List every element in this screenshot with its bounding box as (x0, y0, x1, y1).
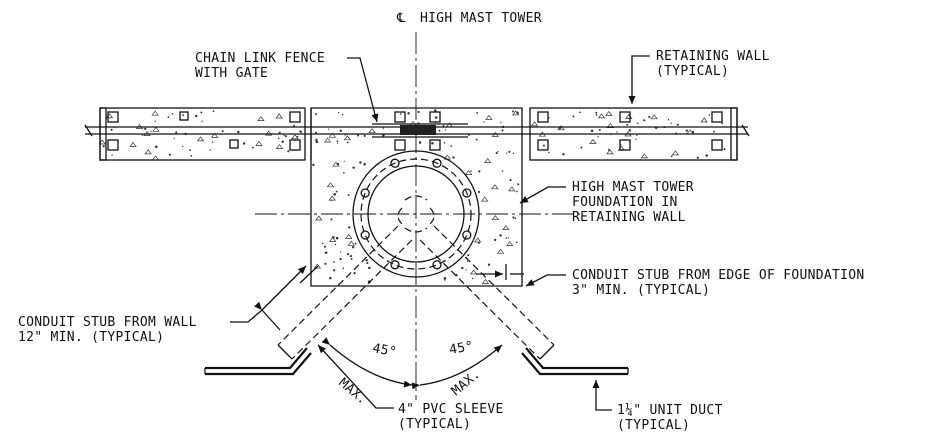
anchor-bolt (432, 158, 442, 168)
anchor-bolt (360, 230, 370, 240)
max-right-label: MAX. (449, 367, 484, 399)
dimension-stub-edge (476, 264, 524, 280)
sleeve-label-line1: 4" PVC SLEEVE (398, 402, 504, 417)
duct-label-line1: 1¼" UNIT DUCT (617, 403, 723, 418)
unit-duct-right (521, 347, 629, 376)
leaders (230, 55, 650, 411)
anchor-bolt-circle (352, 150, 480, 278)
fence-gate (372, 123, 468, 138)
foundation-label-line3: RETAINING WALL (572, 210, 686, 225)
angle-right-label: 45° (448, 339, 475, 358)
stub-wall-label-line1: CONDUIT STUB FROM WALL (18, 315, 197, 330)
centerline-symbol: ℄ (396, 11, 406, 26)
angle-left-label: 45° (371, 341, 398, 360)
duct-label-line2: (TYPICAL) (617, 418, 690, 433)
angle-arcs (321, 337, 503, 390)
anchor-bolt (462, 230, 472, 240)
foundation-label-line1: HIGH MAST TOWER (572, 180, 694, 195)
unit-duct-left (204, 347, 312, 376)
anchor-bolt (390, 260, 400, 270)
sleeve-label-line2: (TYPICAL) (398, 417, 471, 432)
anchor-bolt (390, 158, 400, 168)
wall-label-line1: RETAINING WALL (656, 49, 770, 64)
dimension-stub-wall (254, 265, 319, 331)
fence-label-line1: CHAIN LINK FENCE (195, 51, 325, 66)
anchor-bolt (462, 188, 472, 198)
fence-label-line2: WITH GATE (195, 66, 268, 81)
wall-label-line2: (TYPICAL) (656, 64, 729, 79)
tower-centerline-label: HIGH MAST TOWER (420, 11, 542, 26)
foundation-label-line2: FOUNDATION IN (572, 195, 678, 210)
centerlines (255, 32, 580, 400)
pvc-sleeve-left (277, 225, 413, 360)
pvc-sleeve-right (419, 225, 555, 360)
anchor-bolts (360, 158, 472, 270)
stub-edge-label-line1: CONDUIT STUB FROM EDGE OF FOUNDATION (572, 268, 865, 283)
max-left-label: MAX. (335, 376, 370, 408)
fence-posts (107, 111, 723, 151)
stub-edge-label-line2: 3" MIN. (TYPICAL) (572, 283, 710, 298)
anchor-bolt (360, 188, 370, 198)
stub-wall-label-line2: 12" MIN. (TYPICAL) (18, 330, 164, 345)
anchor-bolt (432, 260, 442, 270)
